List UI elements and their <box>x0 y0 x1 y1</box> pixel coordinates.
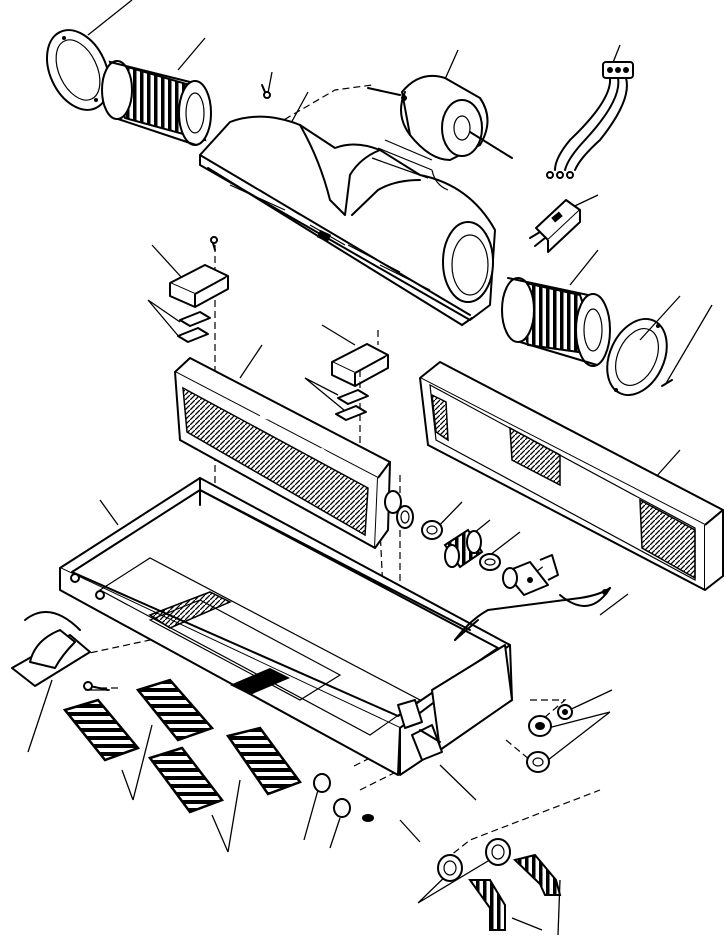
nut <box>421 520 443 540</box>
cover-plate-right <box>331 343 389 421</box>
resistor-block <box>529 199 581 253</box>
drain-hoses <box>468 853 562 931</box>
water-valve <box>502 554 559 596</box>
clamp <box>479 553 501 571</box>
blower-wheel-right <box>501 277 611 367</box>
heater-core <box>174 357 414 549</box>
wire-harness <box>546 61 634 179</box>
capillary-sensor <box>559 587 611 607</box>
control-relay <box>11 611 109 691</box>
cover-plate-left <box>169 236 229 343</box>
louvers <box>62 678 302 814</box>
gasket-ring-right <box>606 317 673 397</box>
blower-housing <box>199 115 496 326</box>
hose <box>443 528 484 569</box>
grommets <box>313 773 374 822</box>
switch-box <box>397 644 513 761</box>
drain-connectors <box>437 704 573 882</box>
gasket-ring-left <box>46 29 110 111</box>
blower-wheel-left <box>101 60 212 146</box>
blower-motor <box>367 74 513 191</box>
screw-top <box>261 84 271 99</box>
air-filter <box>419 361 724 591</box>
